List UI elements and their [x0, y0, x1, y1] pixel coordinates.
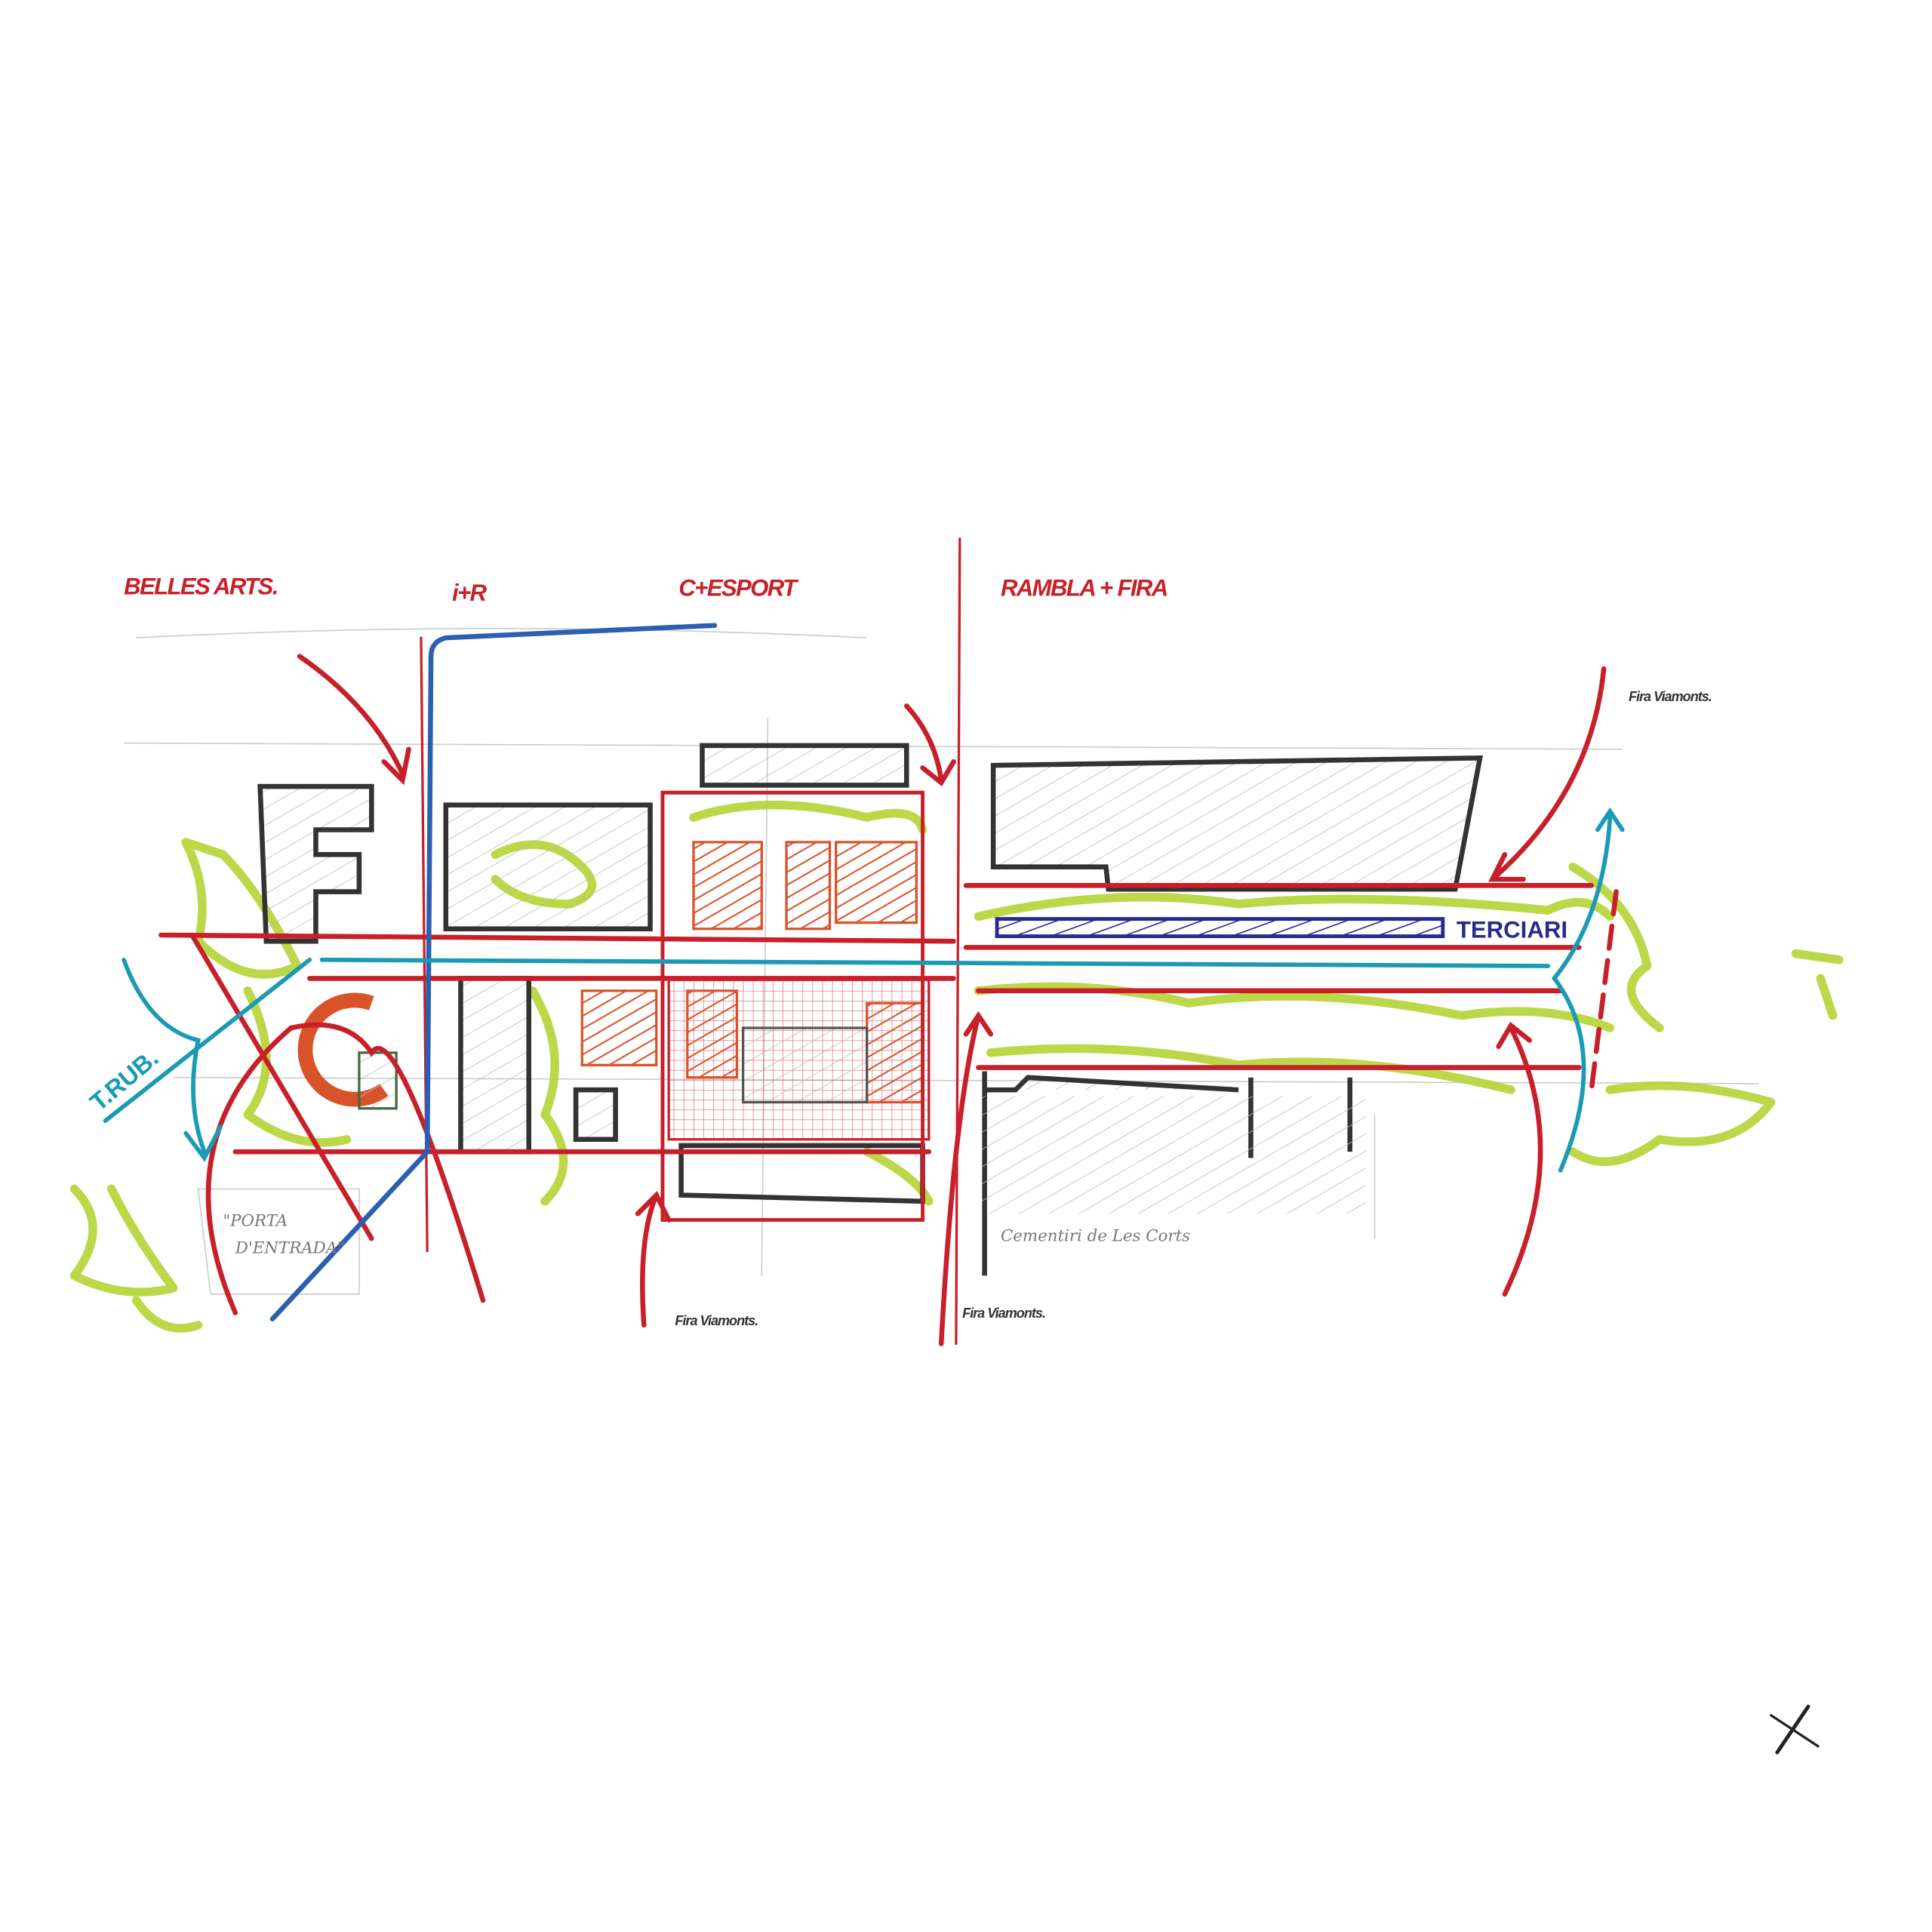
street-label: Fira Viamonts. [962, 1306, 1045, 1321]
terciari-hatch [995, 917, 1445, 939]
zone-label-c-esport: C+ESPORT [678, 574, 799, 601]
zone-label-belles-arts: BELLES ARTS. [124, 574, 278, 600]
vegetation-areas [69, 800, 1844, 1333]
street-label: Fira Viamonts. [675, 1313, 758, 1328]
zone-label-i-r: i+R [452, 580, 488, 606]
zone-label-rambla-fira: RAMBLA + FIRA [1001, 574, 1168, 601]
street-label: Fira Viamonts. [1629, 689, 1712, 704]
cemetery-label: Cementiri de Les Corts [1001, 1226, 1190, 1245]
circulation-axes-red [158, 537, 1619, 1346]
gate-label-line2: D'ENTRADA" [235, 1239, 345, 1258]
gate-label-line1: "PORTA [223, 1212, 288, 1231]
blue-connections [269, 623, 718, 1321]
close-icon[interactable] [1770, 1704, 1820, 1755]
program-blocks [297, 841, 931, 1141]
cyan-routes [103, 807, 1625, 1173]
terciari-label: TERCIARI [1457, 916, 1567, 943]
